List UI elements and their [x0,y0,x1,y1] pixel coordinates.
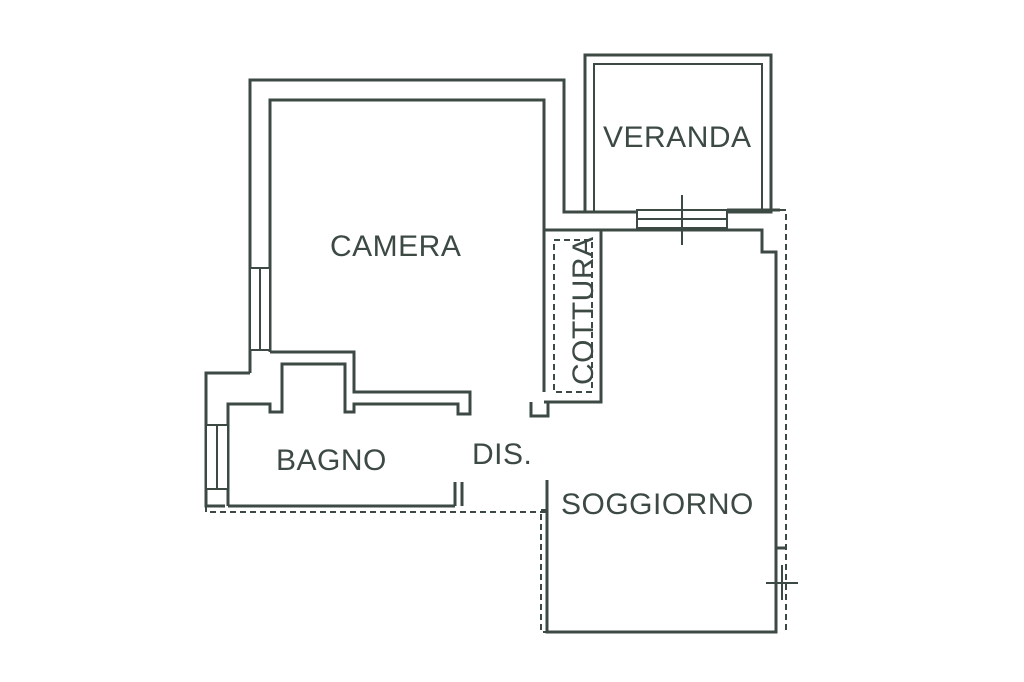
soggiorno-walls [540,208,798,634]
room-label-camera: CAMERA [330,230,461,263]
room-label-veranda: VERANDA [603,121,752,154]
bagno-walls [204,350,549,513]
room-label-dis: DIS. [472,438,532,471]
room-label-soggiorno: SOGGIORNO [561,488,754,521]
room-label-cottura: COTTURA [567,237,600,386]
room-label-bagno: BAGNO [276,444,387,477]
cottura-walls [529,228,603,418]
camera-walls [248,78,584,392]
veranda-walls [583,53,773,245]
